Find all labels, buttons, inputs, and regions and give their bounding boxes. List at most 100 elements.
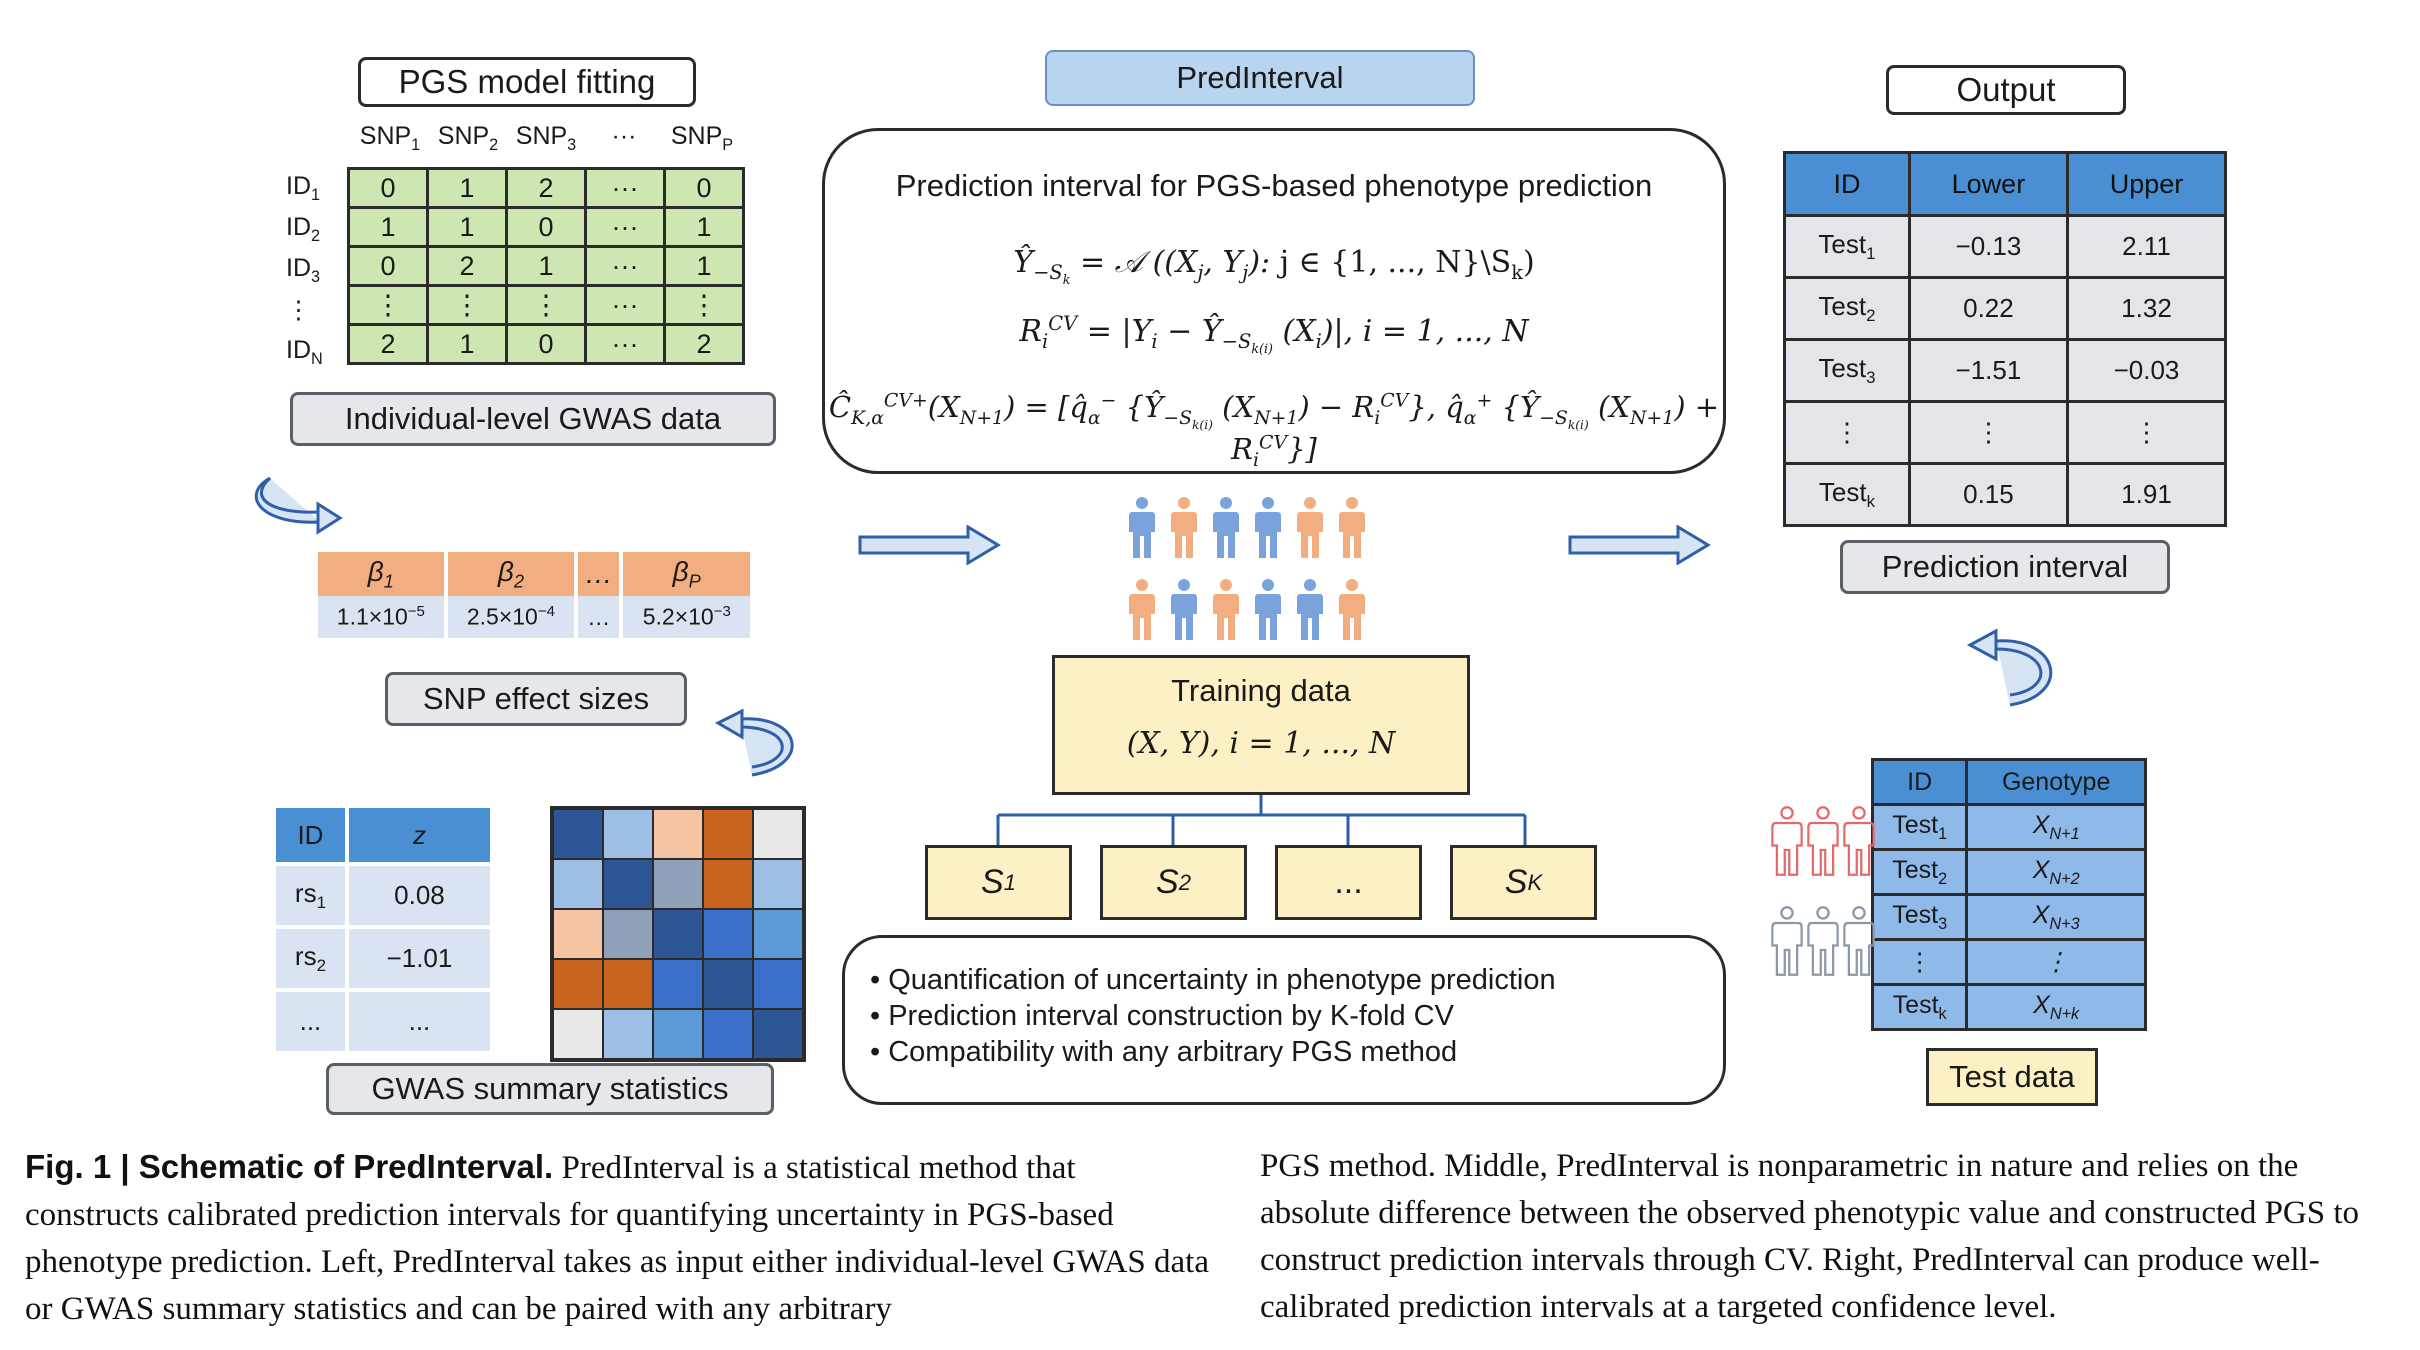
individual-level-gwas-label: Individual-level GWAS data	[290, 392, 776, 446]
heatmap-cell	[653, 959, 703, 1009]
beta-value: 1.1×10−5	[318, 596, 448, 638]
test-genotype: ⋮	[1965, 938, 2147, 986]
output-upper: −0.03	[2065, 338, 2228, 403]
heatmap-cell	[753, 809, 803, 859]
caption-left-text: PredInterval is a statistical method tha…	[25, 1150, 1209, 1327]
heatmap-cell	[703, 909, 753, 959]
individual-level-gwas-text: Individual-level GWAS data	[344, 401, 722, 436]
curved-arrow-icon	[714, 708, 794, 777]
person-icon	[1213, 497, 1239, 558]
heatmap-cell	[603, 809, 653, 859]
genotype-cell: 2	[426, 245, 508, 287]
training-people-row-1	[1127, 496, 1367, 560]
snp-effect-sizes-label: SNP effect sizes	[385, 672, 687, 726]
heatmap-cell	[553, 809, 603, 859]
fold-box: ...	[1275, 845, 1422, 920]
output-header: ID	[1783, 151, 1911, 217]
summary-row: ......	[276, 988, 495, 1051]
test-person-icon	[1771, 806, 1803, 876]
formula-leave-out-model: Ŷ−Sk = 𝒜 ((Xj, Yj): j ∈ {1, ..., N}\Sk)	[1013, 245, 1535, 287]
genotype-cell: ···	[584, 167, 666, 209]
output-upper: ⋮	[2065, 400, 2228, 465]
output-lower: 0.15	[1907, 462, 2069, 527]
person-icon	[1255, 579, 1281, 640]
genotype-row-label: IDN	[286, 336, 323, 368]
genotype-cell: 0	[505, 323, 587, 365]
heatmap-cell	[703, 959, 753, 1009]
test-genotype: XN+1	[1965, 803, 2147, 851]
test-people-grey	[1770, 905, 1876, 977]
person-icon	[1171, 579, 1197, 640]
person-icon	[1129, 497, 1155, 558]
genotype-cell: 1	[426, 206, 508, 248]
output-lower: 0.22	[1907, 276, 2069, 341]
fold-connector	[996, 795, 1527, 845]
output-upper: 2.11	[2065, 214, 2228, 279]
method-box	[822, 128, 1726, 474]
heatmap-cell	[703, 859, 753, 909]
genotype-row-label: ID1	[286, 172, 321, 204]
genotype-cell: 1	[505, 245, 587, 287]
genotype-cell: ···	[584, 284, 666, 326]
right-arrow-icon	[1568, 525, 1711, 565]
predinterval-title: PredInterval	[1045, 50, 1475, 106]
beta-header: …	[576, 552, 624, 596]
output-lower: −0.13	[1907, 214, 2069, 279]
beta-value: 5.2×10−3	[621, 596, 754, 638]
output-header: Lower	[1907, 151, 2069, 217]
heatmap-cell	[603, 959, 653, 1009]
summary-header: z	[346, 808, 495, 864]
genotype-row: ⋮⋮⋮···⋮	[347, 284, 745, 326]
ld-heatmap	[550, 806, 806, 1062]
test-id: Test2	[1870, 848, 1969, 896]
heatmap-cell	[653, 1009, 703, 1059]
heatmap-cell	[653, 809, 703, 859]
person-icon	[1213, 579, 1239, 640]
output-lower: ⋮	[1907, 400, 2069, 465]
test-genotype: XN+2	[1965, 848, 2147, 896]
heatmap-cell	[653, 859, 703, 909]
feature-item: • Prediction interval construction by K-…	[870, 1000, 1454, 1032]
snp-header: SNP1	[359, 122, 421, 154]
snp-header: SNPP	[670, 122, 734, 154]
genotype-cell: ⋮	[505, 284, 587, 326]
test-header: ID	[1870, 758, 1969, 806]
beta-header: βP	[621, 552, 754, 596]
person-icon	[1171, 497, 1197, 558]
snp-header: SNP3	[515, 122, 577, 154]
feature-item: • Quantification of uncertainty in pheno…	[870, 964, 1556, 996]
person-icon	[1339, 579, 1365, 640]
genotype-row-label: ⋮	[286, 296, 311, 324]
beta-value: …	[576, 596, 624, 638]
genotype-row-label: ID3	[286, 254, 321, 286]
person-icon	[1255, 497, 1281, 558]
pgs-model-fitting-label: PGS model fitting	[358, 57, 696, 107]
summary-z: −1.01	[346, 925, 495, 990]
genotype-cell: 1	[663, 206, 745, 248]
heatmap-cell	[553, 909, 603, 959]
feature-item: • Compatibility with any arbitrary PGS m…	[870, 1036, 1458, 1068]
summary-row: rs2−1.01	[276, 925, 495, 990]
caption-title: Fig. 1 | Schematic of PredInterval.	[25, 1148, 554, 1185]
training-data-formula: (X, Y), i = 1, ..., N	[1126, 726, 1396, 761]
genotype-cell: 0	[347, 167, 429, 209]
output-label-text: Output	[1956, 71, 2056, 108]
genotype-cell: ···	[584, 323, 666, 365]
heatmap-cell	[553, 1009, 603, 1059]
output-header: Upper	[2065, 151, 2228, 217]
heatmap-cell	[753, 859, 803, 909]
